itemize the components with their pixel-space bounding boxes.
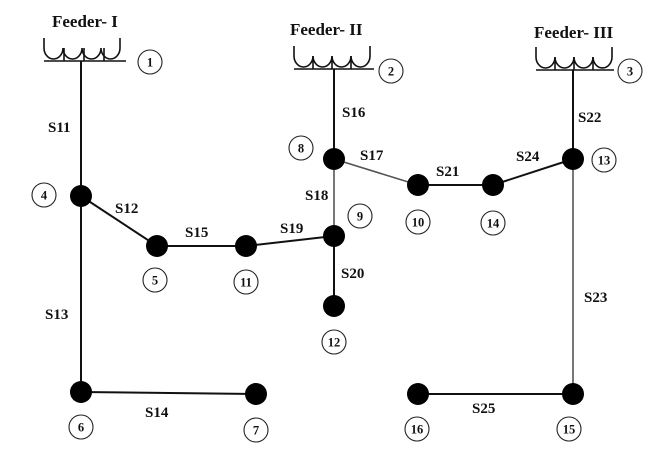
bus-node-4 bbox=[70, 185, 92, 207]
bus-node-11 bbox=[235, 235, 257, 257]
bus-node-7 bbox=[245, 383, 267, 405]
bus-nodes bbox=[70, 148, 584, 405]
switch-label-s20: S20 bbox=[341, 266, 364, 282]
branch-s17 bbox=[333, 158, 419, 186]
bus-node-15 bbox=[562, 383, 584, 405]
switch-labels: S11 S12 S13 S14 S15 S16 S17 S18 S19 S20 … bbox=[45, 105, 607, 421]
bus-node-10 bbox=[407, 174, 429, 196]
switch-label-s14: S14 bbox=[145, 405, 169, 421]
bus-node-14 bbox=[482, 174, 504, 196]
node-10-label: 10 bbox=[412, 216, 425, 230]
feeder-3: Feeder- III 3 bbox=[534, 23, 643, 84]
node-4-label: 4 bbox=[41, 189, 48, 203]
feeder-2-title: Feeder- II bbox=[290, 20, 363, 39]
node-4-circle bbox=[31, 182, 57, 208]
node-6-label: 6 bbox=[78, 421, 84, 435]
node-11-label: 11 bbox=[240, 276, 252, 290]
node-5-label: 5 bbox=[152, 274, 158, 288]
switch-label-s17: S17 bbox=[360, 148, 384, 164]
node-14-circle bbox=[480, 210, 506, 236]
bus-node-9 bbox=[323, 225, 345, 247]
bus-node-5 bbox=[146, 235, 168, 257]
node-8-label: 8 bbox=[298, 142, 304, 156]
branch-s24 bbox=[492, 158, 574, 186]
node-15-label: 15 bbox=[563, 423, 576, 437]
node-9-circle bbox=[347, 203, 373, 229]
node-2-label: 2 bbox=[388, 65, 394, 79]
node-11-circle bbox=[233, 269, 259, 295]
switch-label-s22: S22 bbox=[578, 110, 601, 126]
node-16-label: 16 bbox=[411, 423, 424, 437]
node-7-label: 7 bbox=[253, 424, 259, 438]
switch-label-s25: S25 bbox=[472, 401, 495, 417]
switch-label-s11: S11 bbox=[48, 120, 71, 136]
switch-label-s12: S12 bbox=[115, 201, 138, 217]
feeder-1-bus-symbol bbox=[43, 38, 126, 62]
bus-node-13 bbox=[562, 148, 584, 170]
node-12-circle bbox=[321, 329, 347, 355]
node-1-label: 1 bbox=[147, 56, 153, 70]
switch-label-s19: S19 bbox=[280, 221, 303, 237]
node-13-label: 13 bbox=[598, 154, 611, 168]
branch-s19 bbox=[245, 235, 335, 247]
bus-node-12 bbox=[323, 295, 345, 317]
node-3-label: 3 bbox=[627, 65, 633, 79]
feeder-1-title: Feeder- I bbox=[52, 12, 118, 31]
bus-node-6 bbox=[70, 381, 92, 403]
switch-label-s15: S15 bbox=[185, 225, 208, 241]
node-6-circle bbox=[68, 414, 94, 440]
node-14-label: 14 bbox=[487, 217, 500, 231]
switch-label-s24: S24 bbox=[516, 149, 540, 165]
node-1-circle bbox=[137, 49, 163, 75]
bus-node-16 bbox=[407, 383, 429, 405]
node-3-circle bbox=[617, 58, 643, 84]
node-8-circle bbox=[288, 135, 314, 161]
switch-label-s16: S16 bbox=[342, 105, 366, 121]
branch-s14 bbox=[80, 391, 257, 395]
node-16-circle bbox=[404, 416, 430, 442]
node-5-circle bbox=[142, 267, 168, 293]
feeder-2: Feeder- II 2 bbox=[290, 20, 404, 84]
feeder-2-bus-symbol bbox=[293, 46, 374, 70]
node-number-labels: 4 5 6 7 8 9 10 11 12 13 14 15 16 bbox=[31, 135, 617, 443]
node-13-circle bbox=[591, 147, 617, 173]
node-7-circle bbox=[243, 417, 269, 443]
switch-label-s18: S18 bbox=[305, 188, 328, 204]
node-15-circle bbox=[556, 416, 582, 442]
feeder-3-bus-symbol bbox=[535, 47, 614, 71]
switch-label-s21: S21 bbox=[436, 164, 459, 180]
node-10-circle bbox=[405, 209, 431, 235]
branch-s12 bbox=[80, 195, 158, 247]
branches bbox=[80, 61, 574, 395]
switch-label-s23: S23 bbox=[584, 290, 607, 306]
node-9-label: 9 bbox=[357, 210, 363, 224]
node-2-circle bbox=[378, 58, 404, 84]
switch-label-s13: S13 bbox=[45, 307, 68, 323]
node-12-label: 12 bbox=[328, 336, 341, 350]
feeder-3-title: Feeder- III bbox=[534, 23, 614, 42]
bus-node-8 bbox=[323, 148, 345, 170]
feeder-1: Feeder- I 1 bbox=[43, 12, 163, 75]
